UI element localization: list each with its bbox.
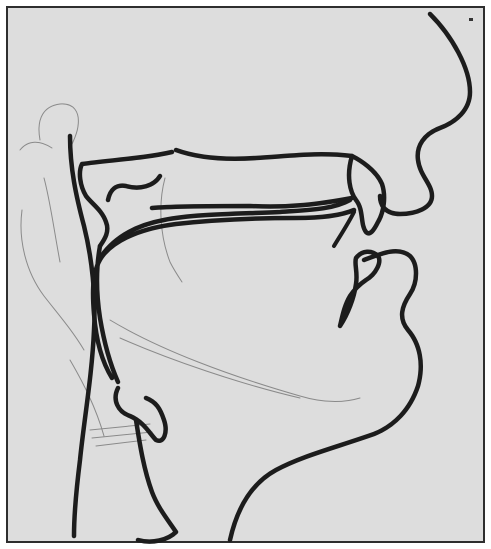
corner-mark xyxy=(469,18,473,21)
